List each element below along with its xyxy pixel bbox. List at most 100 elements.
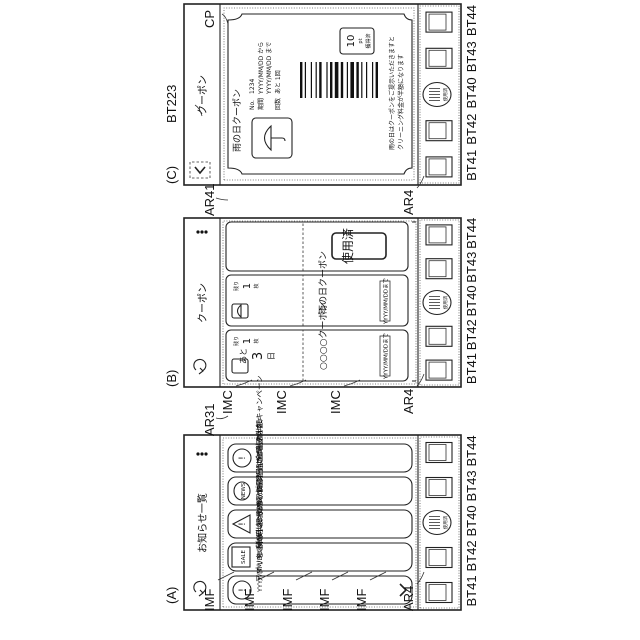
discount-badge: 10 pt 獲得済 — [340, 28, 374, 54]
label-imc-2: IMC — [274, 390, 289, 414]
coupon-card-2[interactable] — [226, 275, 408, 326]
label-imf-4: IMF — [317, 589, 332, 611]
bottom-nav-c: 使用済 — [423, 12, 452, 177]
coupon-count: 1 — [242, 283, 253, 289]
label-imc-1: IMC — [220, 390, 235, 414]
label-ar4-b: AR4 — [401, 389, 416, 414]
svg-text:1234: 1234 — [249, 79, 256, 94]
label-cp: CP — [202, 10, 217, 28]
nav-button-bt43[interactable] — [426, 48, 452, 68]
label-imf-3: IMF — [280, 589, 295, 611]
screen-b-title: クーポン — [197, 283, 209, 323]
label-C: (C) — [164, 166, 179, 184]
svg-text:YYYY/MM/DD まで: YYYY/MM/DD まで — [266, 42, 273, 95]
coupon-count: 1 — [242, 338, 253, 344]
nav-button-bt40[interactable]: 使用済 — [423, 511, 451, 535]
barcode-icon — [429, 89, 440, 101]
svg-text:No.: No. — [249, 100, 256, 110]
nav-button-bt44[interactable] — [426, 443, 452, 463]
label-imf-1: IMF — [202, 589, 217, 611]
svg-text:YYYY/MM/DD から: YYYY/MM/DD から — [258, 42, 265, 95]
label-bt42: BT42 — [464, 319, 479, 350]
label-bt40: BT40 — [464, 285, 479, 316]
used-stamp-text: 使用済 — [340, 228, 355, 264]
bottom-nav-b: 使用済 — [423, 225, 452, 380]
screen-c: クーポン 雨の日クーポン No. 1234 期間 YYYY/MM/DD から Y… — [184, 4, 461, 185]
label-imc-3: IMC — [328, 390, 343, 414]
svg-text:!: ! — [238, 456, 248, 460]
screen-c-frame — [184, 4, 461, 185]
label-ar31: AR31 — [202, 403, 217, 436]
label-B: (B) — [164, 370, 179, 387]
svg-text:NEWS: NEWS — [241, 482, 247, 499]
label-imf-5: IMF — [354, 589, 369, 611]
coupon-card-3[interactable] — [226, 222, 408, 271]
svg-text:期間: 期間 — [257, 98, 265, 110]
svg-text:3: 3 — [251, 352, 266, 360]
bottom-nav-a: 使用済 — [423, 443, 452, 603]
coupon-2-name: 雨の日クーポン — [318, 251, 329, 314]
svg-text:獲得済: 獲得済 — [365, 33, 372, 48]
svg-text:回数: 回数 — [274, 98, 282, 110]
refresh-icon[interactable] — [194, 359, 206, 374]
label-A: (A) — [164, 587, 179, 604]
screen-a-title: お知らせ一覧 — [196, 493, 209, 553]
nav-button-bt42[interactable] — [426, 121, 452, 141]
label-bt43: BT43 — [464, 252, 479, 283]
back-icon[interactable] — [190, 162, 210, 178]
label-bt223: BT223 — [164, 85, 179, 123]
barcode-icon — [429, 517, 440, 529]
label-bt44: BT44 — [464, 5, 479, 36]
coupon-grid: あと 3 日 ○○○○クーポン YYYY/MM/DDまで 雨の日クーポン YYY… — [226, 222, 416, 381]
coupon-1-limit: YYYY/MM/DDまで — [383, 332, 390, 380]
svg-text:使用済: 使用済 — [442, 515, 449, 529]
label-ar4-a: AR4 — [401, 586, 416, 611]
umbrella-icon — [252, 118, 292, 158]
svg-text:あと 1回: あと 1回 — [275, 70, 282, 94]
coupon-count-unit: 枚 — [253, 283, 260, 288]
label-bt41: BT41 — [464, 353, 479, 384]
nav-button-bt40[interactable]: 使用済 — [423, 83, 451, 107]
svg-text:SALE: SALE — [241, 550, 247, 564]
more-icon[interactable] — [196, 452, 207, 455]
nav-button-bt41[interactable] — [426, 157, 452, 177]
label-bt40: BT40 — [464, 505, 479, 536]
nav-button-bt44[interactable] — [426, 225, 452, 245]
coupon-note-1: 雨の日はクーポンをご提示いただきますと — [388, 36, 396, 150]
svg-text:あと: あと — [239, 348, 248, 364]
nav-button-bt44[interactable] — [426, 12, 452, 32]
coupon-count-label: 残り — [233, 281, 240, 291]
info-icon: ! — [233, 515, 250, 533]
nav-button-bt43[interactable] — [426, 478, 452, 498]
svg-text:!: ! — [238, 522, 248, 526]
nav-button-bt42[interactable] — [426, 548, 452, 568]
coupon-details: No. 1234 期間 YYYY/MM/DD から YYYY/MM/DD まで … — [249, 42, 282, 110]
notification-item[interactable]: !YYYY/MM/DD秋の半額キャンペーン — [228, 375, 412, 472]
nav-button-bt42[interactable] — [426, 326, 452, 346]
label-bt42: BT42 — [464, 540, 479, 571]
more-icon[interactable] — [196, 230, 207, 233]
nav-button-bt41[interactable] — [426, 583, 452, 603]
info-icon: ! — [233, 449, 251, 467]
coupon-count-label: 残り — [233, 336, 240, 346]
label-bt40: BT40 — [464, 77, 479, 108]
coupon-1-counter: あと 3 日 — [239, 348, 276, 364]
label-bt41: BT41 — [464, 575, 479, 606]
label-bt44: BT44 — [464, 218, 479, 249]
news-icon: NEWS — [234, 482, 250, 500]
screen-b: クーポン あと 3 日 — [184, 218, 461, 387]
label-bt44: BT44 — [464, 435, 479, 466]
nav-button-bt41[interactable] — [426, 360, 452, 380]
label-bt43: BT43 — [464, 470, 479, 501]
coupon-count-unit: 枚 — [253, 338, 260, 343]
label-bt41: BT41 — [464, 150, 479, 181]
svg-text:使用済: 使用済 — [442, 295, 449, 309]
svg-text:使用済: 使用済 — [442, 87, 449, 101]
coupon-2-limit: YYYY/MM/DDまで — [383, 277, 390, 325]
coupon-name: 雨の日クーポン — [232, 89, 243, 152]
region-ar31 — [223, 438, 416, 607]
umbrella-icon — [232, 304, 248, 318]
nav-button-bt40[interactable]: 使用済 — [423, 291, 451, 315]
nav-button-bt43[interactable] — [426, 259, 452, 279]
